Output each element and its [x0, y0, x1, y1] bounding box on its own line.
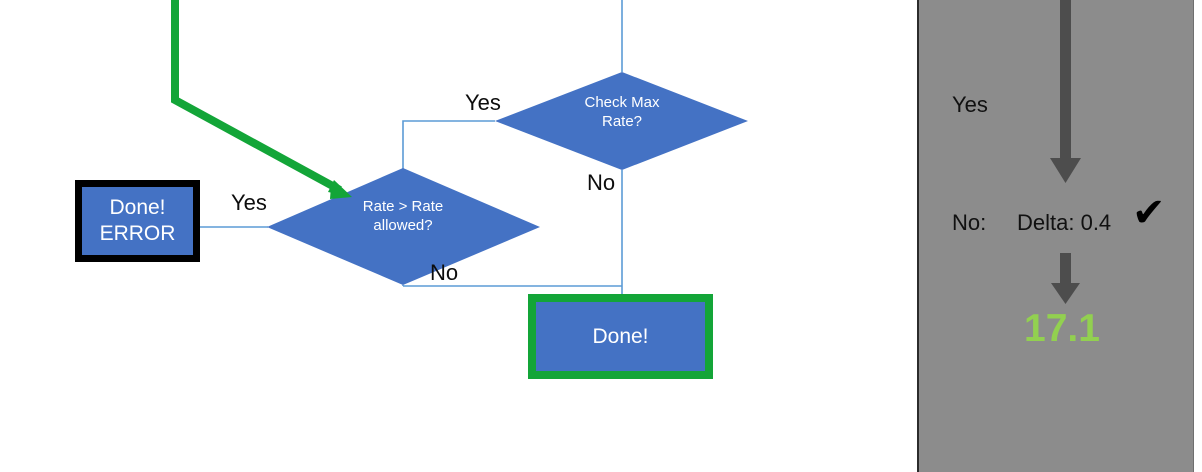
panel-arrow-layer — [1050, 0, 1081, 304]
panel-short-down-arrow-icon — [1051, 253, 1080, 304]
edge-label-no-from-max-rate: No — [587, 170, 616, 195]
panel-no-label: No: — [952, 210, 987, 235]
node-done[interactable]: Done! — [528, 294, 713, 379]
decision-check-max-rate[interactable] — [495, 72, 748, 170]
decision-rate-greater-than-allowed[interactable] — [267, 168, 540, 285]
panel-long-down-arrow-icon — [1050, 0, 1081, 183]
connector-yes-max-rate-to-rate — [402, 120, 495, 169]
panel-yes-label: Yes — [952, 92, 988, 117]
panel-delta-value: Delta: 0.4 — [1017, 210, 1112, 235]
panel-result-value: 17.1 — [1024, 307, 1100, 350]
node-done-label: Done! — [592, 324, 649, 348]
node-done-error-line1: Done! — [109, 196, 166, 220]
node-done-error[interactable]: Done! ERROR — [75, 180, 200, 262]
edge-label-no-from-rate: No — [430, 260, 459, 285]
green-flow-arrow — [171, 0, 352, 199]
node-done-error-line2: ERROR — [99, 222, 176, 245]
check-mark-icon: ✔ — [1132, 191, 1166, 235]
edge-label-yes-to-error: Yes — [231, 190, 267, 215]
edge-label-yes-from-max-rate: Yes — [465, 90, 501, 115]
right-gray-panel: Yes No: Delta: 0.4 ✔ 17.1 — [917, 0, 1194, 472]
